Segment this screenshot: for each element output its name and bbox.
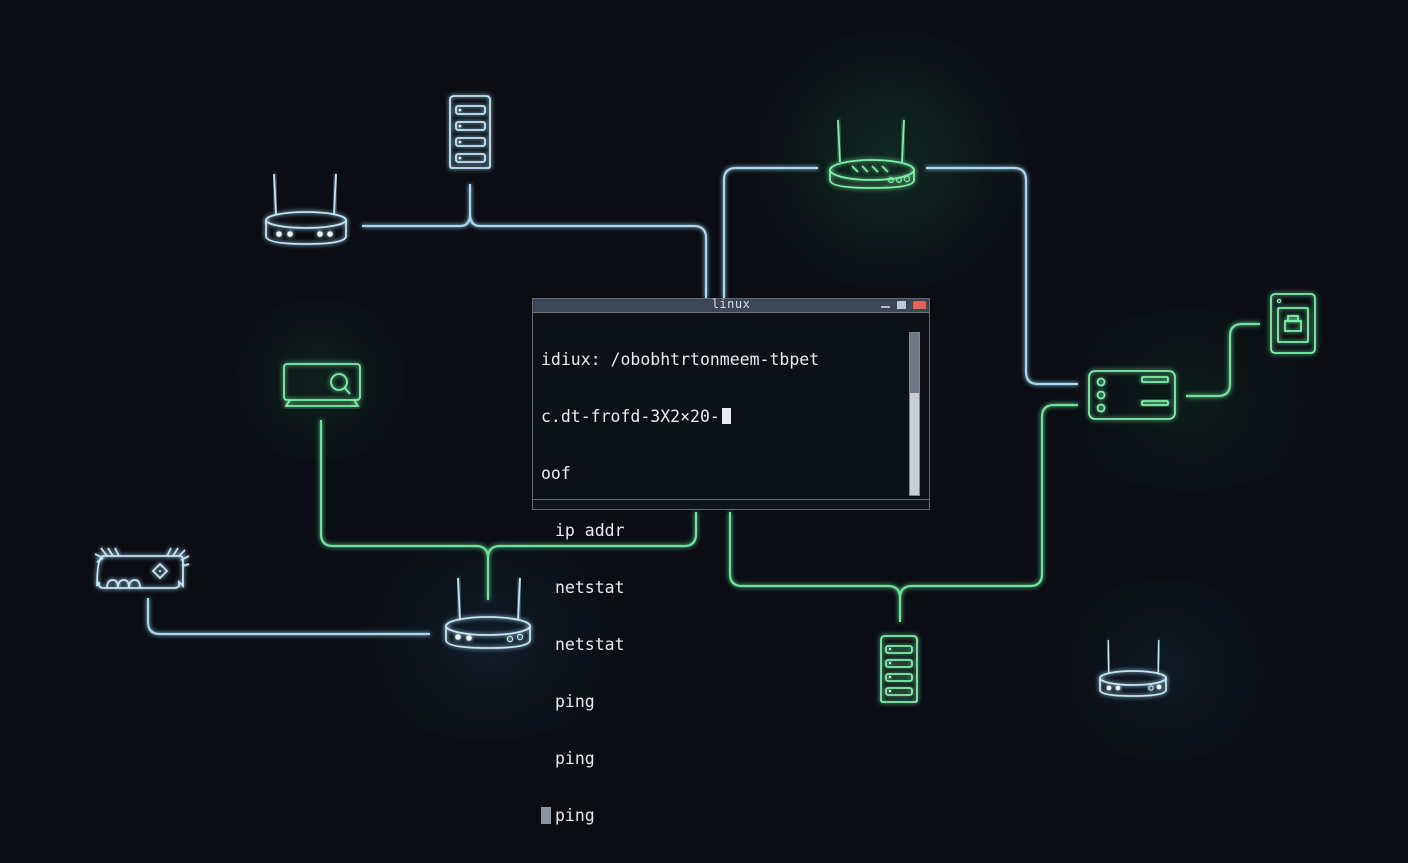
network-monitor-icon[interactable] <box>283 363 361 407</box>
prompt-cursor <box>541 807 551 824</box>
link-switch-to-terminal-bottom <box>728 403 1078 622</box>
terminal-window[interactable]: linux idiux: /obobhtrtonmeem-tbpet c.dt-… <box>532 297 930 825</box>
terminal-line: idiux: /obobhtrtonmeem-tbpet <box>541 350 820 369</box>
tablet-printer-icon[interactable] <box>1270 293 1316 354</box>
link-top-left-router-to-terminal <box>362 184 708 298</box>
firewall-appliance-icon[interactable] <box>94 547 190 589</box>
terminal-command: ping <box>555 749 595 768</box>
terminal-titlebar[interactable]: linux <box>533 297 929 313</box>
wifi-router-icon[interactable] <box>445 577 531 649</box>
terminal-title: linux <box>711 297 751 311</box>
link-top-center-router-to-switch <box>926 166 1078 386</box>
server-rack-icon[interactable] <box>880 635 918 703</box>
network-diagram <box>94 95 1316 703</box>
text-cursor <box>721 408 731 424</box>
wifi-router-icon[interactable] <box>265 173 347 245</box>
maximize-button[interactable] <box>897 301 906 309</box>
terminal-command: ping <box>555 692 595 711</box>
terminal-command: netstat <box>555 635 625 654</box>
link-terminal-to-top-center-router <box>722 166 818 298</box>
terminal-statusbar <box>533 499 929 509</box>
link-firewall-to-bottom-router <box>146 598 430 636</box>
terminal-command: ip addr <box>555 521 625 540</box>
terminal-line-text: c.dt-frofd-3X2×20- <box>541 407 720 426</box>
wifi-router-icon[interactable] <box>1099 639 1167 697</box>
scrollbar-thumb[interactable] <box>910 333 919 393</box>
server-rack-icon[interactable] <box>449 95 491 169</box>
terminal-output[interactable]: idiux: /obobhtrtonmeem-tbpet c.dt-frofd-… <box>541 312 909 863</box>
terminal-line: c.dt-frofd-3X2×20- <box>541 407 909 426</box>
links <box>146 166 1260 684</box>
terminal-line: oof <box>541 464 571 483</box>
terminal-command-row: ping <box>541 806 909 825</box>
link-monitor-to-bottom-router-and-terminal <box>319 420 698 600</box>
close-button[interactable] <box>913 301 926 309</box>
terminal-command: ping <box>555 806 595 825</box>
link-switch-to-tablet <box>1186 322 1260 398</box>
network-switch-icon[interactable] <box>1088 370 1176 420</box>
terminal-scrollbar[interactable] <box>909 332 920 496</box>
wifi-router-icon[interactable] <box>829 119 915 189</box>
minimize-button[interactable] <box>881 306 890 308</box>
terminal-command: netstat <box>555 578 625 597</box>
